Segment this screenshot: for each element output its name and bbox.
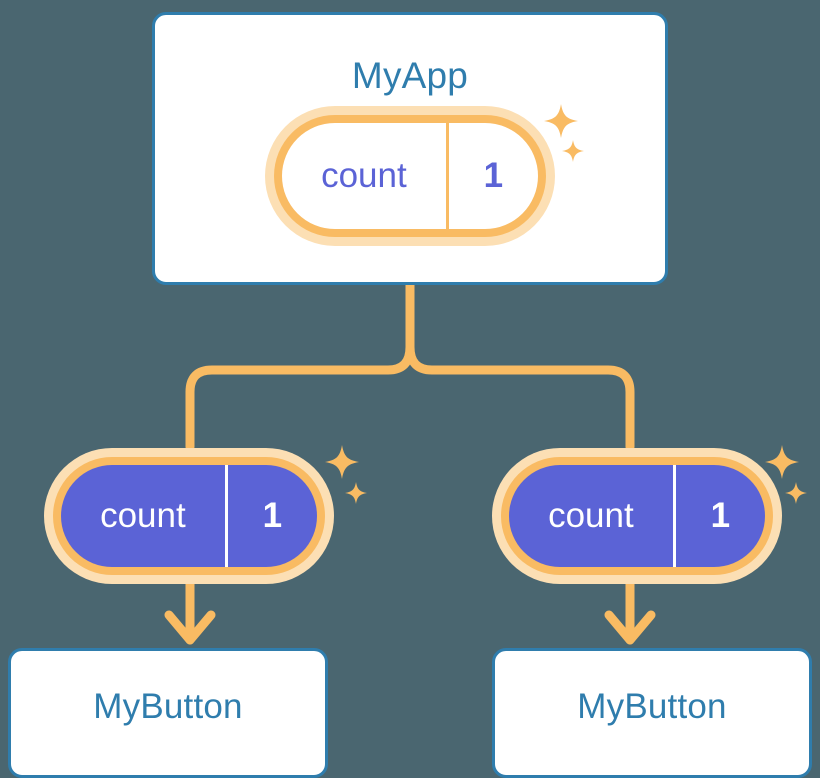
tree-branch-connector xyxy=(405,342,635,452)
mybutton-title: MyButton xyxy=(93,687,243,726)
state-pill-key: count xyxy=(321,156,407,195)
state-pill-body: count 1 xyxy=(61,465,317,567)
state-pill-value: 1 xyxy=(445,123,538,229)
state-pill-value: 1 xyxy=(224,465,317,567)
sparkle-large-icon xyxy=(544,104,578,138)
sparkle-small-icon xyxy=(562,140,584,162)
tree-branch-connector xyxy=(185,280,415,452)
state-pill-myapp[interactable]: count 1 xyxy=(265,106,555,246)
sparkle-large-icon xyxy=(765,445,799,479)
state-pill-child-right[interactable]: count 1 xyxy=(492,448,782,584)
state-pill-body: count 1 xyxy=(282,123,538,229)
state-pill-child-left[interactable]: count 1 xyxy=(44,448,334,584)
arrow-down-icon xyxy=(164,610,216,645)
mybutton-card-left[interactable]: MyButton xyxy=(8,648,328,778)
state-pill-value: 1 xyxy=(672,465,765,567)
state-pill-key: count xyxy=(100,496,186,535)
sparkle-small-icon xyxy=(785,482,807,504)
myapp-title: MyApp xyxy=(351,55,469,96)
mybutton-title: MyButton xyxy=(577,687,727,726)
state-pill-key: count xyxy=(548,496,634,535)
mybutton-card-right[interactable]: MyButton xyxy=(492,648,812,778)
sparkle-small-icon xyxy=(345,482,367,504)
state-pill-body: count 1 xyxy=(509,465,765,567)
arrow-down-icon xyxy=(604,610,656,645)
sparkle-large-icon xyxy=(325,445,359,479)
